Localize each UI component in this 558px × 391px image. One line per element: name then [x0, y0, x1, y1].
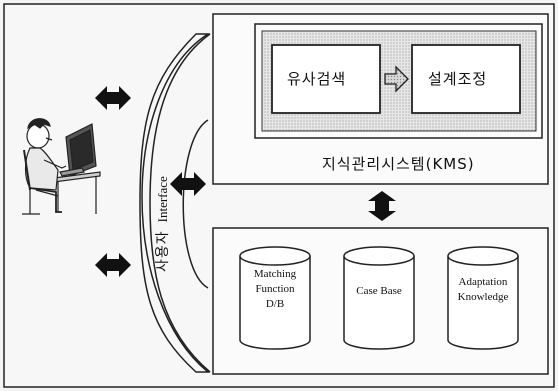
- interface-band-outer: [139, 33, 211, 373]
- search-box: [271, 44, 381, 114]
- db-label-matching: Matching Function D/B: [253, 268, 297, 310]
- double-arrow-bottom: [95, 253, 131, 277]
- double-arrow-middle: [170, 172, 206, 196]
- user-computer-icon: [22, 118, 101, 215]
- db-label-adaptation: Adaptation Knowledge: [457, 276, 509, 303]
- interface-label-ko: 사용자: [155, 230, 171, 272]
- interface-band-edge: [149, 33, 211, 373]
- interface-label-en: Interface: [155, 176, 170, 223]
- cylinder-casebase: [343, 246, 415, 350]
- interface-band-inner: [182, 119, 209, 289]
- cylinder-matching: [239, 246, 311, 350]
- kms-label: 지식관리시스템(KMS): [322, 155, 475, 173]
- interface-label: 사용자 Interface: [152, 176, 172, 272]
- process-arrow: [384, 65, 409, 93]
- adjust-box: [411, 44, 521, 114]
- adjust-label: 설계조정: [428, 70, 488, 88]
- search-label: 유사검색: [287, 70, 347, 88]
- double-arrow-top: [95, 86, 131, 110]
- cylinder-adaptation: [447, 246, 519, 350]
- db-label-casebase: Case Base: [356, 285, 402, 297]
- vertical-double-arrow: [368, 191, 396, 221]
